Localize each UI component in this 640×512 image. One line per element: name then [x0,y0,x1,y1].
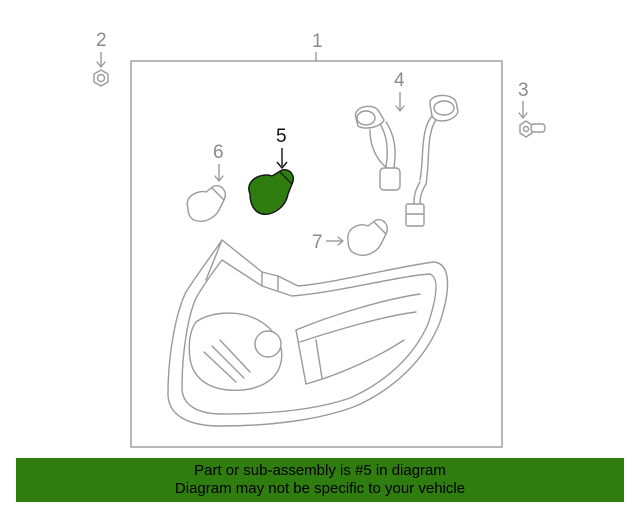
socket-harness-part-4 [354,94,459,227]
leader-3-arrow [518,112,528,119]
leader-7-arrow [337,236,344,246]
screw-part-3 [519,120,546,138]
leader-4-arrow [395,105,405,112]
bulb-part-6 [186,185,226,222]
leader-6-arrow [214,175,224,182]
leader-2-arrow [96,61,106,68]
callout-1: 1 [312,31,323,52]
callout-4: 4 [394,70,405,91]
leader-5-arrow [276,161,288,170]
callout-6: 6 [213,142,224,163]
banner-line-part-info: Part or sub-assembly is #5 in diagram [194,462,446,479]
callout-7: 7 [312,232,323,253]
bulb-part-5-highlighted [248,169,294,215]
callout-2: 2 [96,30,107,51]
callout-3: 3 [518,80,529,101]
bulb-part-7 [347,219,388,256]
nut-part-2 [93,69,109,87]
tail-lamp-housing [167,239,449,427]
info-banner: Part or sub-assembly is #5 in diagram Di… [16,458,624,502]
banner-line-disclaimer: Diagram may not be specific to your vehi… [174,480,466,497]
callout-5: 5 [276,126,287,147]
